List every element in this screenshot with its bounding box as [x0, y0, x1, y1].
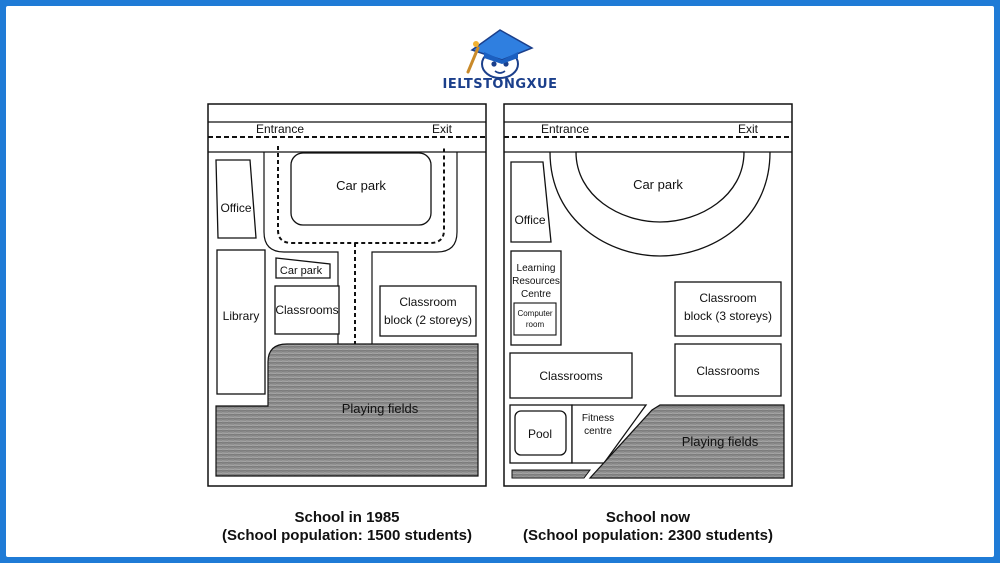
pool-label-now: Pool — [528, 427, 552, 441]
lrc-label-1: Learning — [517, 263, 556, 274]
caption-1985-title: School in 1985 — [294, 509, 400, 526]
classroom-block-label-2-1985: block (2 storeys) — [384, 313, 472, 327]
entrance-label-1985: Entrance — [256, 122, 304, 136]
car-park-1985 — [290, 152, 432, 226]
entrance-label-now: Entrance — [541, 122, 589, 136]
playing-fields-label-now: Playing fields — [682, 434, 759, 449]
car-park-now — [575, 151, 745, 223]
office-now — [510, 161, 552, 243]
caption-now-subtitle: (School population: 2300 students) — [522, 527, 773, 544]
exit-label-1985: Exit — [432, 122, 453, 136]
computer-room-now — [513, 302, 557, 336]
fitness-label-1: Fitness — [582, 413, 614, 424]
slide-frame — [6, 6, 994, 557]
exit-label-now: Exit — [738, 122, 759, 136]
classroom-block-label-1-1985: Classroom — [399, 295, 456, 309]
map-1985: Entrance Exit Car park Office Car park L… — [207, 103, 487, 487]
brand-name: IELTSTONGXUE — [442, 77, 558, 92]
fitness-label-2: centre — [584, 426, 612, 437]
library-label-1985: Library — [223, 309, 260, 323]
lrc-label-3: Centre — [521, 289, 551, 300]
driveway-outer-now — [549, 151, 771, 257]
caption-now: School now (School population: 2300 stud… — [504, 509, 792, 545]
office-label-1985: Office — [220, 201, 251, 215]
playing-fields-label-1985: Playing fields — [342, 401, 419, 416]
classrooms-right-label-now: Classrooms — [696, 364, 759, 378]
classrooms-left-now — [509, 352, 633, 399]
lrc-label-2: Resources — [512, 276, 560, 287]
caption-now-title: School now — [605, 509, 691, 526]
computer-room-label-2: room — [526, 320, 545, 329]
car-park-label-1985: Car park — [336, 178, 386, 193]
classroom-block-label-1-now: Classroom — [699, 291, 756, 305]
classrooms-label-1985: Classrooms — [275, 303, 338, 317]
car-park-label-now: Car park — [633, 177, 683, 192]
classroom-block-now — [674, 281, 782, 337]
pool-now — [514, 410, 567, 456]
graduation-cap-mascot-icon — [466, 29, 534, 79]
office-1985 — [215, 159, 257, 239]
library-1985 — [216, 249, 266, 395]
playing-fields-1985 — [215, 343, 479, 477]
classrooms-1985 — [274, 285, 340, 335]
driveway-outline-1985 — [263, 152, 339, 344]
classrooms-left-label-now: Classrooms — [539, 369, 602, 383]
small-car-park-label-1985: Car park — [280, 265, 323, 277]
small-car-park-1985 — [275, 257, 331, 279]
computer-room-label-1: Computer — [517, 309, 552, 318]
caption-1985-subtitle: (School population: 1500 students) — [221, 527, 472, 544]
playing-fields-now — [588, 404, 785, 479]
classroom-block-label-2-now: block (3 storeys) — [684, 309, 772, 323]
office-label-now: Office — [514, 213, 545, 227]
map-now: Entrance Exit Car park Office Learning R… — [503, 103, 793, 487]
classroom-block-1985 — [379, 285, 477, 337]
caption-1985: School in 1985 (School population: 1500 … — [208, 509, 486, 545]
driveway-path-1985 — [277, 146, 445, 244]
classrooms-right-now — [674, 343, 782, 397]
